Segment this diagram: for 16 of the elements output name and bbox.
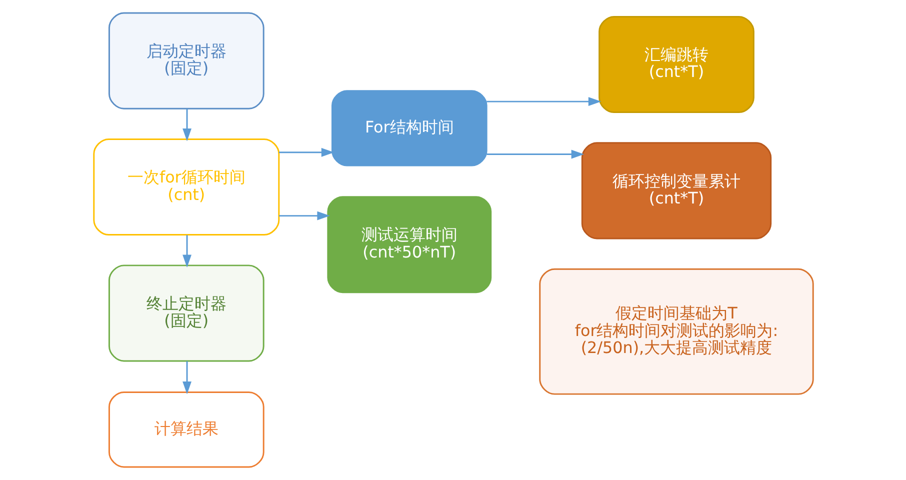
node-box: For结构时间 bbox=[330, 90, 487, 166]
node-box: 汇编跳转 (cnt*T) bbox=[598, 16, 754, 113]
arrow bbox=[486, 150, 584, 159]
node-box: 计算结果 bbox=[108, 392, 264, 468]
arrow bbox=[486, 97, 601, 106]
arrow bbox=[278, 148, 334, 157]
node-box: 启动定时器 (固定) bbox=[108, 12, 264, 110]
node-box: 循环控制变量累计 (cnt*T) bbox=[580, 142, 772, 240]
arrow bbox=[278, 211, 330, 220]
arrow bbox=[182, 235, 191, 268]
node-box: 假定时间基础为T for结构时间对测试的影响为: (2/50n),大大提高测试精度 bbox=[538, 268, 814, 395]
node-box: 测试运算时间 (cnt*50*nT) bbox=[326, 196, 492, 294]
arrow bbox=[182, 361, 191, 394]
node-box: 一次for循环时间 (cnt) bbox=[92, 138, 280, 236]
node-box: 终止定时器 (固定) bbox=[108, 264, 264, 362]
arrow bbox=[182, 108, 191, 142]
